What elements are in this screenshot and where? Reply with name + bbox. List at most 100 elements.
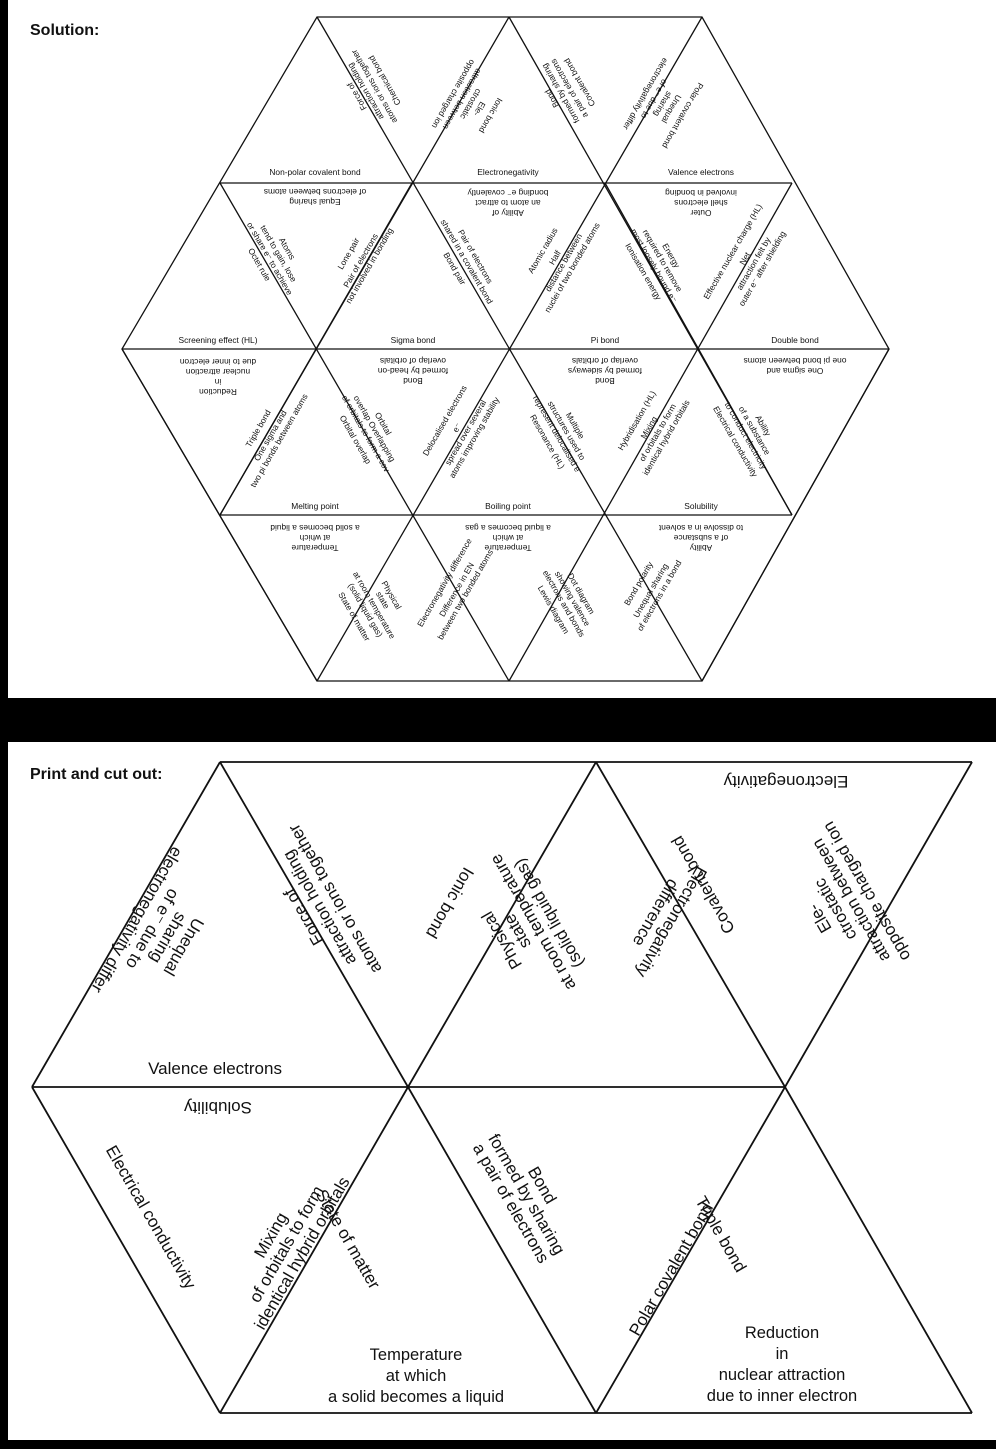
svg-text:Ability of: Ability of — [492, 208, 524, 218]
tile-outer-shell: Outer shell electrons involved in bondin… — [665, 188, 737, 218]
svg-text:State of matter: State of matter — [312, 1186, 384, 1292]
tile-electrical-conductivity: Ability of a substance to conduct electr… — [711, 400, 773, 479]
card-reduction-line-3: nuclear attraction — [719, 1366, 846, 1384]
tile-sideways-overlap: Bond formed by sideways overlap of orbit… — [568, 356, 642, 386]
card-melting-line-1: Temperature — [370, 1346, 463, 1364]
svg-text:at which: at which — [492, 533, 523, 543]
tile-delocalised-electrons: e⁻ spread over several atoms improving s… — [420, 384, 501, 480]
tile-boiling-temperature: Temperature at which a liquid becomes a … — [465, 523, 551, 553]
tile-bond-pair: Pair of electrons shared in a covalent b… — [439, 217, 496, 305]
svg-text:Solubility: Solubility — [183, 1098, 252, 1117]
tile-polar-covalent-bond: Unequal sharing of e⁻ due to electronega… — [621, 56, 706, 150]
svg-text:in: in — [214, 377, 221, 387]
tile-bond-polarity: Unequal sharing of electrons in a bond B… — [622, 558, 684, 633]
svg-text:Temperature: Temperature — [484, 543, 531, 553]
svg-text:Bond: Bond — [403, 376, 423, 386]
svg-text:e⁻: e⁻ — [450, 421, 463, 434]
card-physical-state: Physical state at room temperature (soli… — [478, 851, 588, 994]
cutout-title: Print and cut out: — [30, 766, 163, 783]
svg-text:Ionic bond: Ionic bond — [422, 864, 478, 941]
svg-text:Bond: Bond — [595, 376, 615, 386]
tile-equal-sharing: Equal sharing of electrons between atoms — [264, 187, 366, 207]
svg-text:Electrical conductivity: Electrical conductivity — [102, 1142, 200, 1293]
svg-text:due to inner electron: due to inner electron — [179, 357, 256, 367]
card-electronegativity-top: Electronegativity — [723, 772, 848, 791]
card-reduction-line-4: due to inner electron — [707, 1387, 857, 1405]
svg-text:One sigma and: One sigma and — [766, 366, 823, 376]
tile-melting-temperature: Temperature at which a solid becomes a l… — [270, 523, 360, 553]
tile-electronegativity-difference: Difference in EN between two bonded atom… — [415, 536, 495, 641]
tile-state-of-matter: Physical state at room temperature (soli… — [336, 570, 403, 643]
svg-text:bonding e⁻ covalently: bonding e⁻ covalently — [467, 188, 549, 198]
svg-text:at which: at which — [299, 533, 330, 543]
tile-ionisation-energy: Energy required to remove most loosely b… — [623, 227, 684, 304]
svg-text:Electronegativity: Electronegativity — [723, 772, 848, 791]
hexagon-grid-lines — [121, 16, 890, 682]
card-label-valence-electrons: Valence electrons — [148, 1059, 282, 1078]
label-non-polar-covalent-bond: Non-polar covalent bond — [269, 167, 361, 177]
card-force-of-attraction: Force of attraction holding atoms or ion… — [279, 820, 386, 976]
svg-text:an atom to attract: an atom to attract — [475, 198, 541, 208]
label-valence-electrons: Valence electrons — [668, 167, 734, 177]
svg-text:one pi bond between atoms: one pi bond between atoms — [744, 356, 847, 366]
svg-text:Outer: Outer — [690, 208, 711, 218]
svg-text:overlap of orbitals: overlap of orbitals — [572, 356, 638, 366]
tile-orbital-overlap: Orbital overlap Overlapping of orbitals … — [338, 393, 398, 474]
solution-panel: Solution: Force of attraction holding at… — [8, 0, 996, 698]
label-pi-bond: Pi bond — [591, 335, 620, 345]
svg-text:formed by head-on: formed by head-on — [378, 366, 449, 376]
label-double-bond: Double bond — [771, 335, 819, 345]
tile-effective-nuclear-charge: Net attraction felt by outer e⁻ after sh… — [701, 202, 788, 308]
cutout-panel: Print and cut out: Unequal sharing of e⁻… — [8, 742, 996, 1440]
tile-ability-attract: Ability of an atom to attract bonding e⁻… — [467, 188, 549, 218]
card-reduction-line-1: Reduction — [745, 1324, 819, 1342]
card-unequal-sharing: Unequal sharing of e⁻ due to electronega… — [87, 844, 207, 997]
tile-lewis-diagram: Dot diagram showing valence electrons an… — [536, 568, 597, 638]
card-bond-sharing: Bond formed by sharing a pair of electro… — [469, 1131, 569, 1267]
card-ionic-bond-side: Ionic bond — [422, 864, 478, 941]
svg-text:two pi bonds between atoms: two pi bonds between atoms — [248, 392, 310, 489]
tile-triple-bond: One sigma and two pi bonds between atoms… — [243, 392, 310, 489]
card-melting-line-2: at which — [386, 1367, 447, 1385]
svg-text:overlap of orbitals: overlap of orbitals — [380, 356, 446, 366]
tile-covalent-bond: Bond formed by sharing a pair of electro… — [539, 56, 597, 125]
tile-head-on-overlap: Bond formed by head-on overlap of orbita… — [378, 356, 449, 386]
svg-text:Ability: Ability — [689, 543, 712, 553]
tile-resonance: Multiple structures used to represent de… — [528, 394, 588, 478]
card-state-of-matter-side: State of matter — [312, 1186, 384, 1292]
svg-text:formed by sideways: formed by sideways — [568, 366, 642, 376]
tile-chemical-bond: Force of attraction holding atoms or ion… — [344, 48, 402, 125]
label-melting-point: Melting point — [291, 501, 339, 511]
card-reduction-line-2: in — [776, 1345, 789, 1363]
tile-lone-pair: Pair of electrons not involved in bondin… — [335, 226, 395, 305]
label-electronegativity: Electronegativity — [477, 167, 539, 177]
tile-sigma-pi: One sigma and one pi bond between atoms — [744, 356, 847, 376]
label-solubility: Solubility — [684, 501, 718, 511]
svg-text:nuclear attraction: nuclear attraction — [186, 367, 251, 377]
label-boiling-point: Boiling point — [485, 501, 531, 511]
tile-atomic-radius: Half distance between nuclei of two bond… — [526, 221, 602, 314]
svg-text:of electrons between atoms: of electrons between atoms — [264, 187, 366, 197]
tile-reduction: Reduction in nuclear attraction due to i… — [179, 357, 256, 397]
label-sigma-bond: Sigma bond — [391, 335, 436, 345]
svg-text:involved in bonding: involved in bonding — [665, 188, 737, 198]
label-screening-effect: Screening effect (HL) — [179, 335, 258, 345]
card-electrostatic-attraction: Ele- ctrostatic attraction between oppos… — [804, 818, 914, 965]
tile-ionic-bond: Ele- ctrostatic attraction between oppos… — [430, 58, 505, 135]
card-melting-line-3: a solid becomes a liquid — [328, 1388, 504, 1406]
cutout-grid-lines — [31, 761, 973, 1414]
tile-ability-dissolve: Ability of a substance to dissolve in a … — [658, 523, 743, 553]
card-electrical-conductivity: Electrical conductivity — [102, 1142, 200, 1293]
svg-text:a solid becomes a liquid: a solid becomes a liquid — [270, 523, 360, 533]
tile-octet-rule: Atoms tend to gain, lose or share e⁻ to … — [245, 220, 299, 297]
svg-text:to dissolve in a solvent: to dissolve in a solvent — [658, 523, 743, 533]
solution-hexagon: Force of attraction holding atoms or ion… — [121, 16, 890, 682]
card-solubility-top: Solubility — [183, 1098, 252, 1117]
svg-text:Reduction: Reduction — [199, 387, 237, 397]
svg-text:Temperature: Temperature — [291, 543, 338, 553]
svg-text:shell electrons: shell electrons — [674, 198, 728, 208]
svg-text:of a substance: of a substance — [673, 533, 728, 543]
svg-text:a liquid becomes a gas: a liquid becomes a gas — [465, 523, 551, 533]
card-mixing-orbitals: Mixing of orbitals to form identical hyb… — [245, 1174, 353, 1333]
solution-title: Solution: — [30, 22, 100, 39]
